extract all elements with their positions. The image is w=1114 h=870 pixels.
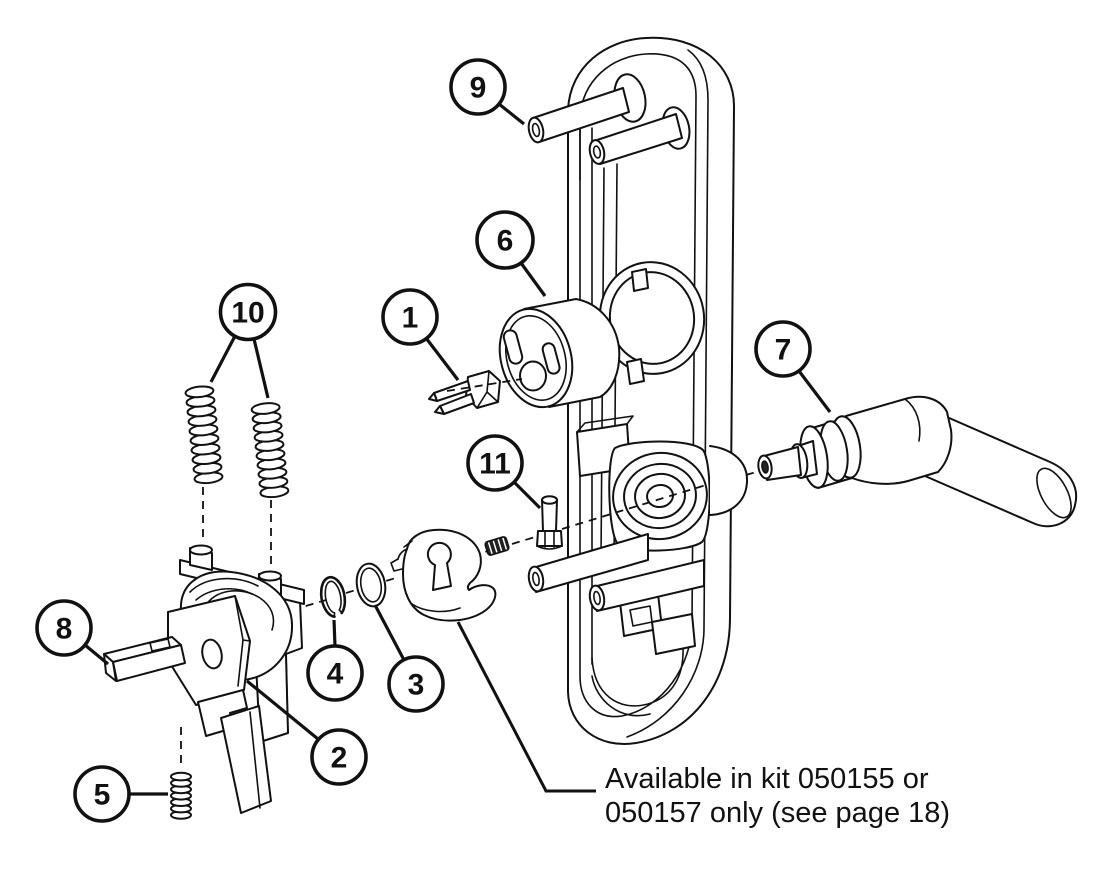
callout-9-label: 9 [470, 72, 487, 105]
mounting-post-lower [527, 533, 649, 593]
callout-1-label: 1 [402, 302, 419, 335]
mounting-post-lower-2 [588, 559, 705, 612]
mounting-post-upper-2 [588, 106, 691, 165]
note-leader-line [456, 621, 596, 793]
callout-11: 11 [466, 434, 542, 510]
hub-boss [608, 440, 711, 552]
callout-4-label: 4 [327, 658, 344, 691]
callout-5-label: 5 [94, 779, 111, 812]
callout-6-label: 6 [497, 225, 514, 258]
callout-7-label: 7 [775, 334, 792, 367]
spring-left [184, 385, 224, 485]
callout-10: 10 [209, 282, 278, 399]
callout-10-label: 10 [231, 297, 264, 330]
lever-handle [757, 395, 1078, 528]
retainer-clip [428, 370, 501, 415]
latch-carriage [103, 544, 305, 814]
callout-1: 1 [381, 288, 460, 381]
callout-11-label: 11 [479, 448, 511, 481]
callout-7: 7 [754, 320, 832, 413]
spindle-shaft [103, 636, 186, 682]
washer [355, 562, 387, 608]
set-screw [484, 536, 510, 556]
callout-2: 2 [245, 679, 368, 786]
callout-2-label: 2 [331, 742, 348, 775]
spring-right [250, 402, 290, 499]
callout-9: 9 [449, 58, 525, 126]
note-line-1: Available in kit 050155 or [605, 763, 929, 795]
callouts: 1 2 3 4 5 6 7 [35, 58, 832, 823]
callout-8: 8 [35, 599, 110, 666]
backplate [527, 36, 749, 745]
locking-cam [390, 528, 497, 622]
callout-3-label: 3 [408, 669, 425, 702]
kit-note: Available in kit 050155 or 050157 only (… [456, 621, 950, 829]
chassis-ring [598, 261, 706, 385]
note-line-2: 050157 only (see page 18) [605, 797, 950, 829]
callout-3: 3 [373, 604, 445, 713]
mounting-post-upper [527, 73, 647, 144]
small-spring [170, 771, 192, 820]
lock-cylinder [498, 298, 621, 409]
callout-8-label: 8 [56, 613, 73, 646]
mounting-pin [536, 495, 563, 550]
callout-5: 5 [73, 765, 168, 823]
retaining-ring [319, 575, 347, 619]
callout-6: 6 [475, 210, 547, 297]
callout-4: 4 [306, 619, 364, 702]
